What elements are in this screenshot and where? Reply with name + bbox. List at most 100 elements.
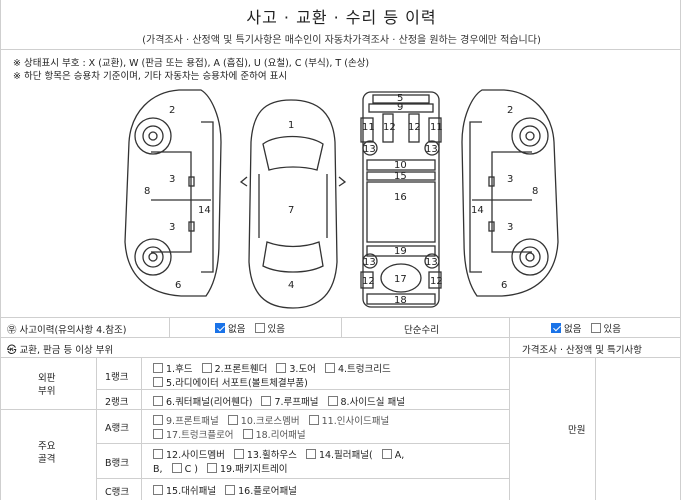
car-diagram-svg: 2 3 3 8 14 6 1 7 4 5 9 11 11 12 12 13 13… [124, 89, 559, 309]
inside-panel-checkbox[interactable] [308, 415, 319, 425]
simple-repair-none-checkbox[interactable] [551, 323, 561, 333]
pillar-c-checkbox[interactable] [171, 463, 182, 473]
part-label-5: 5 [397, 93, 403, 104]
part-label-18: 18 [394, 295, 407, 306]
trunk-lid-checkbox[interactable] [324, 363, 335, 373]
rank1-label: 1랭크 [105, 372, 129, 383]
rankC-items: 15.대쉬패널 16.플로어패널 [153, 483, 297, 497]
part-label-6: 6 [501, 280, 507, 291]
part-label-2: 2 [169, 105, 175, 116]
accident-yes-checkbox[interactable] [254, 323, 265, 333]
diagram-labels: 2 3 3 8 14 6 1 7 4 5 9 11 11 12 12 13 13… [144, 93, 538, 306]
left-rear-wheel [134, 238, 172, 276]
basis-note: ※ 하단 항목은 승용차 기준이며, 기타 자동차는 승용차에 준하여 표시 [13, 71, 288, 82]
page-subtitle: (가격조사 · 산정액 및 특기사항은 매수인이 자동차가격조사 · 산정을 원… [142, 35, 541, 46]
quarter-panel-checkbox[interactable] [153, 396, 163, 406]
part-label-17: 17 [394, 274, 407, 285]
roof-panel-checkbox[interactable] [261, 396, 272, 406]
accident-none-label: 없음 [228, 324, 246, 335]
part-label-12: 12 [408, 122, 421, 133]
hood-checkbox[interactable] [153, 363, 163, 373]
top-view-body [248, 99, 338, 309]
simple-repair-yes-label: 있음 [603, 324, 621, 335]
simple-repair-label: 단순수리 [404, 325, 439, 336]
left-front-wheel [134, 117, 172, 155]
floor-panel-checkbox[interactable] [225, 485, 236, 495]
accident-history-row: ㉾ 사고이력(유의사항 4.참조) 없음 있음 단순수리 없음 있음 [1, 318, 681, 338]
price-header: 가격조사 · 산정액 및 특기사항 [522, 345, 642, 356]
rankC-label: C랭크 [105, 487, 130, 498]
part-label-4: 4 [288, 280, 294, 291]
accident-history-label: ㉾ 사고이력(유의사항 4.참조) [7, 325, 127, 336]
part-label-11: 11 [430, 122, 443, 133]
simple-repair-yes-checkbox[interactable] [590, 323, 601, 333]
part-label-12: 12 [362, 276, 375, 287]
part-label-13: 13 [425, 257, 438, 268]
cross-member-checkbox[interactable] [227, 415, 238, 425]
trunk-floor-checkbox[interactable] [153, 429, 163, 439]
frame-part-10 [366, 159, 436, 171]
dash-panel-checkbox[interactable] [153, 485, 163, 495]
part-label-8: 8 [532, 186, 538, 197]
part-label-10: 10 [394, 160, 407, 171]
part-label-13: 13 [363, 257, 376, 268]
page-title: 사고 · 교환 · 수리 등 이력 [246, 8, 437, 27]
part-label-9: 9 [397, 102, 403, 113]
rankA-label: A랭크 [105, 423, 129, 434]
front-panel-checkbox[interactable] [153, 415, 163, 425]
part-label-13: 13 [425, 144, 438, 155]
part-label-2: 2 [507, 105, 513, 116]
exchange-header-row: ㉿ 교환, 판금 등 이상 부위 가격조사 · 산정액 및 특기사항 [1, 338, 681, 358]
left-door-line [151, 151, 192, 253]
simple-repair-none-label: 없음 [564, 324, 582, 335]
part-label-11: 11 [362, 122, 375, 133]
part-label-3: 3 [169, 222, 175, 233]
top-windshield [262, 135, 324, 171]
car-diagram: 2 3 3 8 14 6 1 7 4 5 9 11 11 12 12 13 13… [1, 82, 681, 318]
rankA-items-line2: 17.트렁크플로어 18.리어패널 [153, 427, 306, 441]
front-fender-checkbox[interactable] [201, 363, 212, 373]
right-side-body [461, 89, 559, 297]
main-frame-group-label: 주요 골격 [38, 441, 56, 465]
rank2-label: 2랭크 [105, 397, 129, 408]
part-label-15: 15 [394, 171, 407, 182]
rankB-label: B랭크 [105, 458, 129, 469]
accident-none-checkbox[interactable] [215, 323, 225, 333]
rank1-items-line1: 1.후드 2.프론트휀더 3.도어 4.트렁크리드 [153, 361, 391, 375]
part-label-1: 1 [288, 120, 294, 131]
right-front-wheel [511, 117, 549, 155]
pillar-panel-checkbox[interactable] [305, 449, 316, 459]
door-checkbox[interactable] [276, 363, 287, 373]
rank1-items-line2: 5.라디에이터 서포트(볼트체결부품) [153, 375, 308, 389]
left-side-window [201, 121, 214, 273]
part-label-6: 6 [175, 280, 181, 291]
frame-part-19 [366, 245, 436, 257]
rankB-items-line1: 12.사이드멤버 13.휠하우스 14.필러패널( A, [153, 447, 404, 461]
frame-part-9 [368, 103, 434, 113]
frame-part-17 [380, 263, 422, 293]
part-label-14: 14 [198, 205, 211, 216]
price-unit-label: 만원 [568, 425, 586, 436]
exchange-label: ㉿ 교환, 판금 등 이상 부위 [7, 345, 114, 356]
side-sill-checkbox[interactable] [327, 396, 338, 406]
pillar-a-checkbox[interactable] [381, 449, 392, 459]
left-side-body [124, 89, 222, 297]
right-door-line [491, 151, 532, 253]
wheel-house-checkbox[interactable] [233, 449, 244, 459]
exterior-group-label: 외판 부위 [38, 373, 56, 397]
part-label-12: 12 [383, 122, 396, 133]
rankB-items-line2: B, C ) 19.패키지트레이 [153, 463, 288, 475]
right-rear-wheel [511, 238, 549, 276]
frame-outline [362, 91, 440, 308]
top-rear-window [262, 241, 324, 273]
frame-part-18 [366, 293, 436, 305]
accident-yes-label: 있음 [267, 324, 285, 335]
rankA-items-line1: 9.프론트패널 10.크로스멤버 11.인사이드패널 [153, 413, 389, 427]
part-label-3: 3 [507, 174, 513, 185]
rear-panel-checkbox[interactable] [242, 429, 253, 439]
radiator-support-checkbox[interactable] [153, 377, 163, 387]
right-side-window [469, 121, 482, 273]
side-member-checkbox[interactable] [153, 449, 163, 459]
package-tray-checkbox[interactable] [206, 463, 217, 473]
